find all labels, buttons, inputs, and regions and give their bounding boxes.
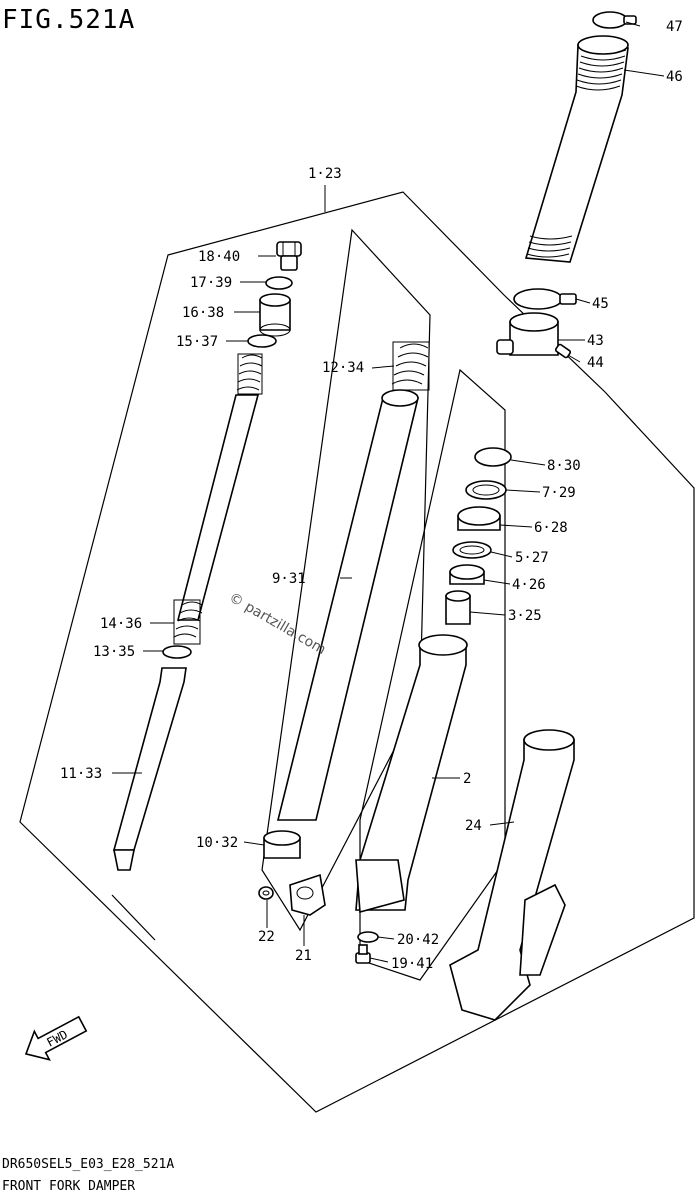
- leader-lines: [112, 21, 665, 963]
- outer-tube-part: [355, 634, 468, 914]
- rod-spring-top-part: [236, 353, 263, 395]
- callout-16-38: 16·38: [182, 305, 224, 321]
- slide-bushing-part: [263, 830, 301, 859]
- seal-retainer-part: [452, 541, 492, 559]
- fork-boot-part: [524, 35, 629, 263]
- callout-21: 21: [295, 948, 312, 964]
- callout-19-41: 19·41: [391, 956, 433, 972]
- damper-subframe: [261, 228, 431, 932]
- callout-44: 44: [587, 355, 604, 371]
- callout-10-32: 10·32: [196, 835, 238, 851]
- figure-title: FIG.521A: [2, 5, 135, 35]
- slide-metal-part: [445, 590, 471, 625]
- bracket-screw-part: [554, 343, 572, 359]
- callout-20-42: 20·42: [397, 932, 439, 948]
- damper-bolt-part: [355, 944, 371, 964]
- axle-holder-part: [289, 873, 326, 916]
- model-code: DR650SEL5_E03_E28_521A: [2, 1157, 174, 1172]
- callout-9-31: 9·31: [272, 571, 306, 587]
- callout-24: 24: [465, 818, 482, 834]
- callout-8-30: 8·30: [547, 458, 581, 474]
- gasket-part: [357, 931, 379, 943]
- callout-45: 45: [592, 296, 609, 312]
- damper-rod-part: [176, 394, 260, 621]
- callout-22: 22: [258, 929, 275, 945]
- fork-spring-part: [391, 341, 430, 391]
- forward-direction-badge: FWD: [24, 1015, 88, 1061]
- callout-13-35: 13·35: [93, 644, 135, 660]
- oil-seal-part: [457, 506, 501, 531]
- washer-part: [247, 334, 277, 348]
- callout-15-37: 15·37: [176, 334, 218, 350]
- callout-6-28: 6·28: [534, 520, 568, 536]
- callout-17-39: 17·39: [190, 275, 232, 291]
- nut-part: [258, 886, 274, 900]
- outer-tube-subframe: [359, 368, 506, 981]
- boot-clamp-bottom-part: [513, 288, 577, 310]
- o-ring-part: [265, 276, 293, 290]
- diagram-caption: FRONT FORK DAMPER: [2, 1179, 135, 1194]
- callout-1-23: 1·23: [308, 166, 342, 182]
- ring-part: [162, 645, 192, 659]
- damper-rod-lower-part: [112, 667, 187, 871]
- rebound-spring-part: [173, 599, 203, 645]
- callout-5-27: 5·27: [515, 550, 549, 566]
- boot-clamp-top-part: [592, 11, 637, 29]
- callout-46: 46: [666, 69, 683, 85]
- dust-seal-part: [465, 480, 507, 500]
- inner-tube-part: [276, 389, 420, 821]
- callout-2: 2: [463, 771, 471, 787]
- callout-7-29: 7·29: [542, 485, 576, 501]
- callout-12-34: 12·34: [322, 360, 364, 376]
- callout-18-40: 18·40: [198, 249, 240, 265]
- damper-rod-frame: [111, 894, 156, 941]
- callout-4-26: 4·26: [512, 577, 546, 593]
- fork-guard-bracket-part: [496, 312, 559, 356]
- callout-3-25: 3·25: [508, 608, 542, 624]
- callout-47: 47: [666, 19, 683, 35]
- callout-43: 43: [587, 333, 604, 349]
- cap-bolt-part: [276, 241, 302, 271]
- callout-11-33: 11·33: [60, 766, 102, 782]
- spacer-part: [259, 293, 291, 337]
- watermark: © partzilla.com: [226, 590, 328, 658]
- dust-seal-cap-part: [474, 447, 512, 467]
- assembly-outline: [19, 191, 695, 1113]
- guide-bushing-part: [449, 564, 485, 585]
- callout-14-36: 14·36: [100, 616, 142, 632]
- right-outer-tube-part: [449, 729, 575, 1021]
